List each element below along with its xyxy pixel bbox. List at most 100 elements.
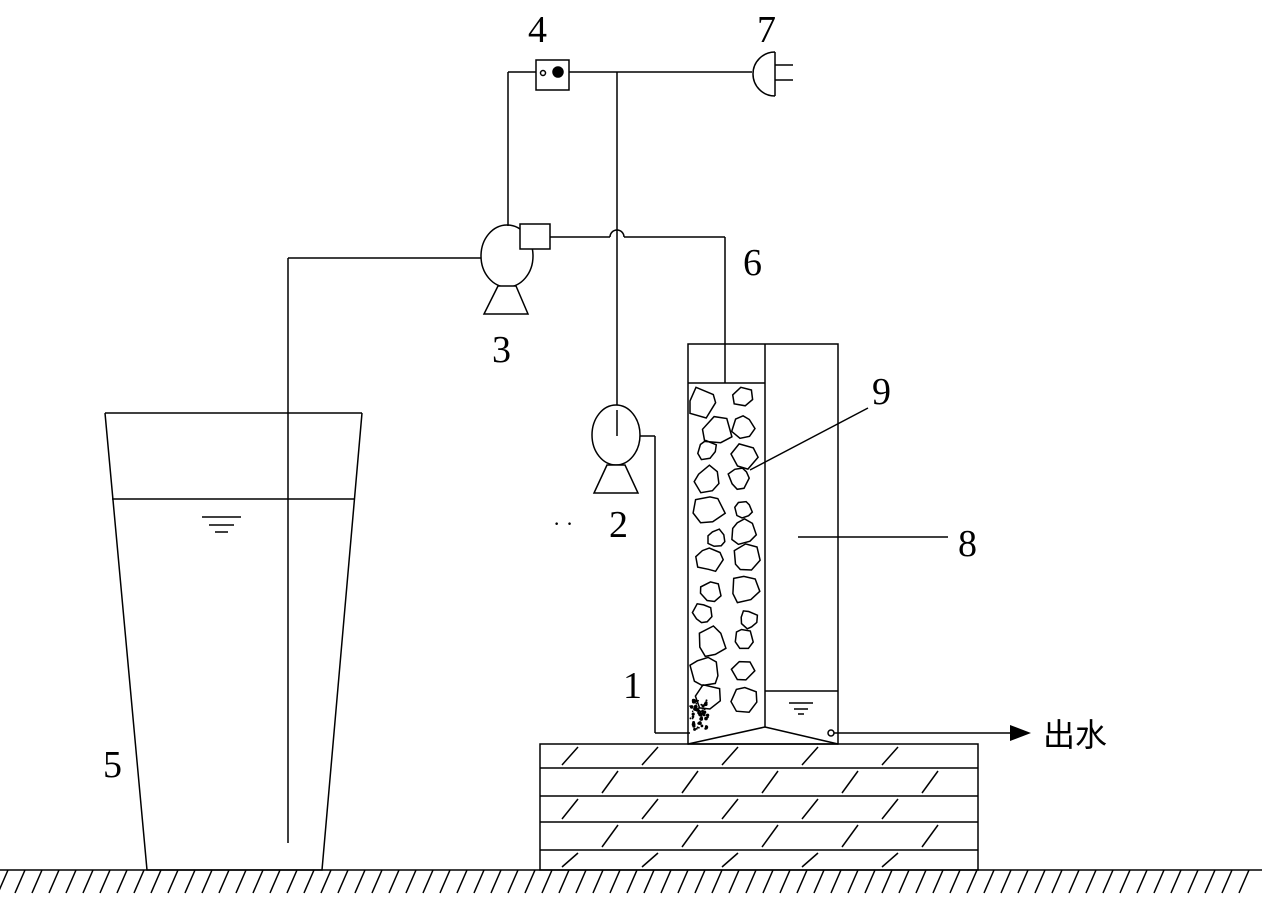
hatch-mark (202, 870, 212, 893)
hatch-mark (865, 870, 875, 893)
platform-stroke (802, 853, 818, 867)
hatch-mark (321, 870, 331, 893)
label-9: 9 (872, 371, 891, 413)
media-stone (708, 529, 725, 546)
label-6: 6 (743, 242, 762, 284)
media-stone (696, 548, 723, 571)
platform-stroke (642, 747, 658, 765)
media-stone (735, 502, 753, 518)
hatch-mark (440, 870, 450, 893)
hatch-mark (678, 870, 688, 893)
hatch-mark (1120, 870, 1130, 893)
hatch-mark (66, 870, 76, 893)
hatch-mark (1086, 870, 1096, 893)
hatch-mark (253, 870, 263, 893)
hatch-mark (1069, 870, 1079, 893)
platform-stroke (842, 771, 858, 793)
media-stone (731, 662, 754, 680)
hatch-mark (950, 870, 960, 893)
platform-stroke (602, 771, 618, 793)
hatch-mark (729, 870, 739, 893)
hatch-mark (882, 870, 892, 893)
hatch-mark (134, 870, 144, 893)
media-stone (734, 544, 760, 570)
reactor-funnel-bottom (688, 727, 838, 744)
sludge-dot (695, 708, 700, 712)
hatch-mark (1171, 870, 1181, 893)
media-stone (693, 497, 725, 523)
labels: 4 7 6 3 9 2 · · 8 1 5 出水 (103, 9, 1107, 786)
outflow-label: 出水 (1043, 716, 1107, 754)
media-stone (731, 688, 757, 713)
label-1: 1 (623, 665, 642, 707)
ground (0, 870, 1262, 893)
hatch-mark (168, 870, 178, 893)
media-stone (703, 417, 732, 443)
hatch-mark (1035, 870, 1045, 893)
hatch-mark (916, 870, 926, 893)
sludge-dot (695, 702, 698, 705)
sludge-dot (691, 717, 694, 720)
hatch-mark (1018, 870, 1028, 893)
label-dots: · · (553, 511, 573, 536)
platform-stroke (722, 747, 738, 765)
flow-meter-dot-small (541, 71, 546, 76)
hatch-mark (508, 870, 518, 893)
hatch-mark (831, 870, 841, 893)
hatch-mark (423, 870, 433, 893)
platform-stroke (562, 747, 578, 765)
hatch-mark (1001, 870, 1011, 893)
control-line (508, 60, 752, 436)
hatch-mark (984, 870, 994, 893)
sludge-dot (705, 725, 709, 729)
pump-small-body (592, 405, 640, 465)
hatch-mark (355, 870, 365, 893)
hatch-mark (967, 870, 977, 893)
sludge-dot (693, 707, 697, 711)
label-7: 7 (757, 9, 776, 51)
sludge-dot (698, 706, 701, 709)
platform-stroke (922, 771, 938, 793)
hatch-mark (746, 870, 756, 893)
platform-stroke (682, 825, 698, 847)
hatch-mark (1239, 870, 1249, 893)
hatch-mark (32, 870, 42, 893)
media-stone (694, 465, 719, 493)
ground-hatching (0, 870, 1249, 893)
pump-large-base (484, 286, 528, 314)
platform-texture (540, 747, 978, 867)
media-stone (699, 626, 726, 656)
base-platform (540, 744, 978, 870)
reactor-column (688, 344, 838, 744)
sludge-dot (693, 727, 697, 731)
water-level-symbol (202, 517, 241, 532)
pump-small (592, 405, 690, 733)
platform-stroke (562, 853, 578, 867)
hatch-mark (100, 870, 110, 893)
hatch-mark (338, 870, 348, 893)
sludge-dot (705, 713, 710, 717)
hatch-mark (627, 870, 637, 893)
sludge-dot (695, 727, 698, 730)
hatch-mark (1154, 870, 1164, 893)
hatch-mark (525, 870, 535, 893)
sludge-dot (703, 702, 708, 707)
sludge-dot (705, 699, 708, 702)
hatch-mark (372, 870, 382, 893)
hatch-mark (1052, 870, 1062, 893)
sludge-dot (697, 712, 700, 715)
outflow-arrow (834, 725, 1031, 741)
hatch-mark (457, 870, 467, 893)
sludge-dot (700, 724, 704, 728)
hatch-mark (406, 870, 416, 893)
media-stone (732, 519, 756, 544)
platform-stroke (642, 799, 658, 819)
sludge-dot (689, 705, 694, 709)
sludge-dot (698, 726, 700, 729)
hatch-mark (270, 870, 280, 893)
pipe-crossover (610, 230, 624, 237)
sludge-dots (689, 698, 710, 731)
hatch-mark (899, 870, 909, 893)
